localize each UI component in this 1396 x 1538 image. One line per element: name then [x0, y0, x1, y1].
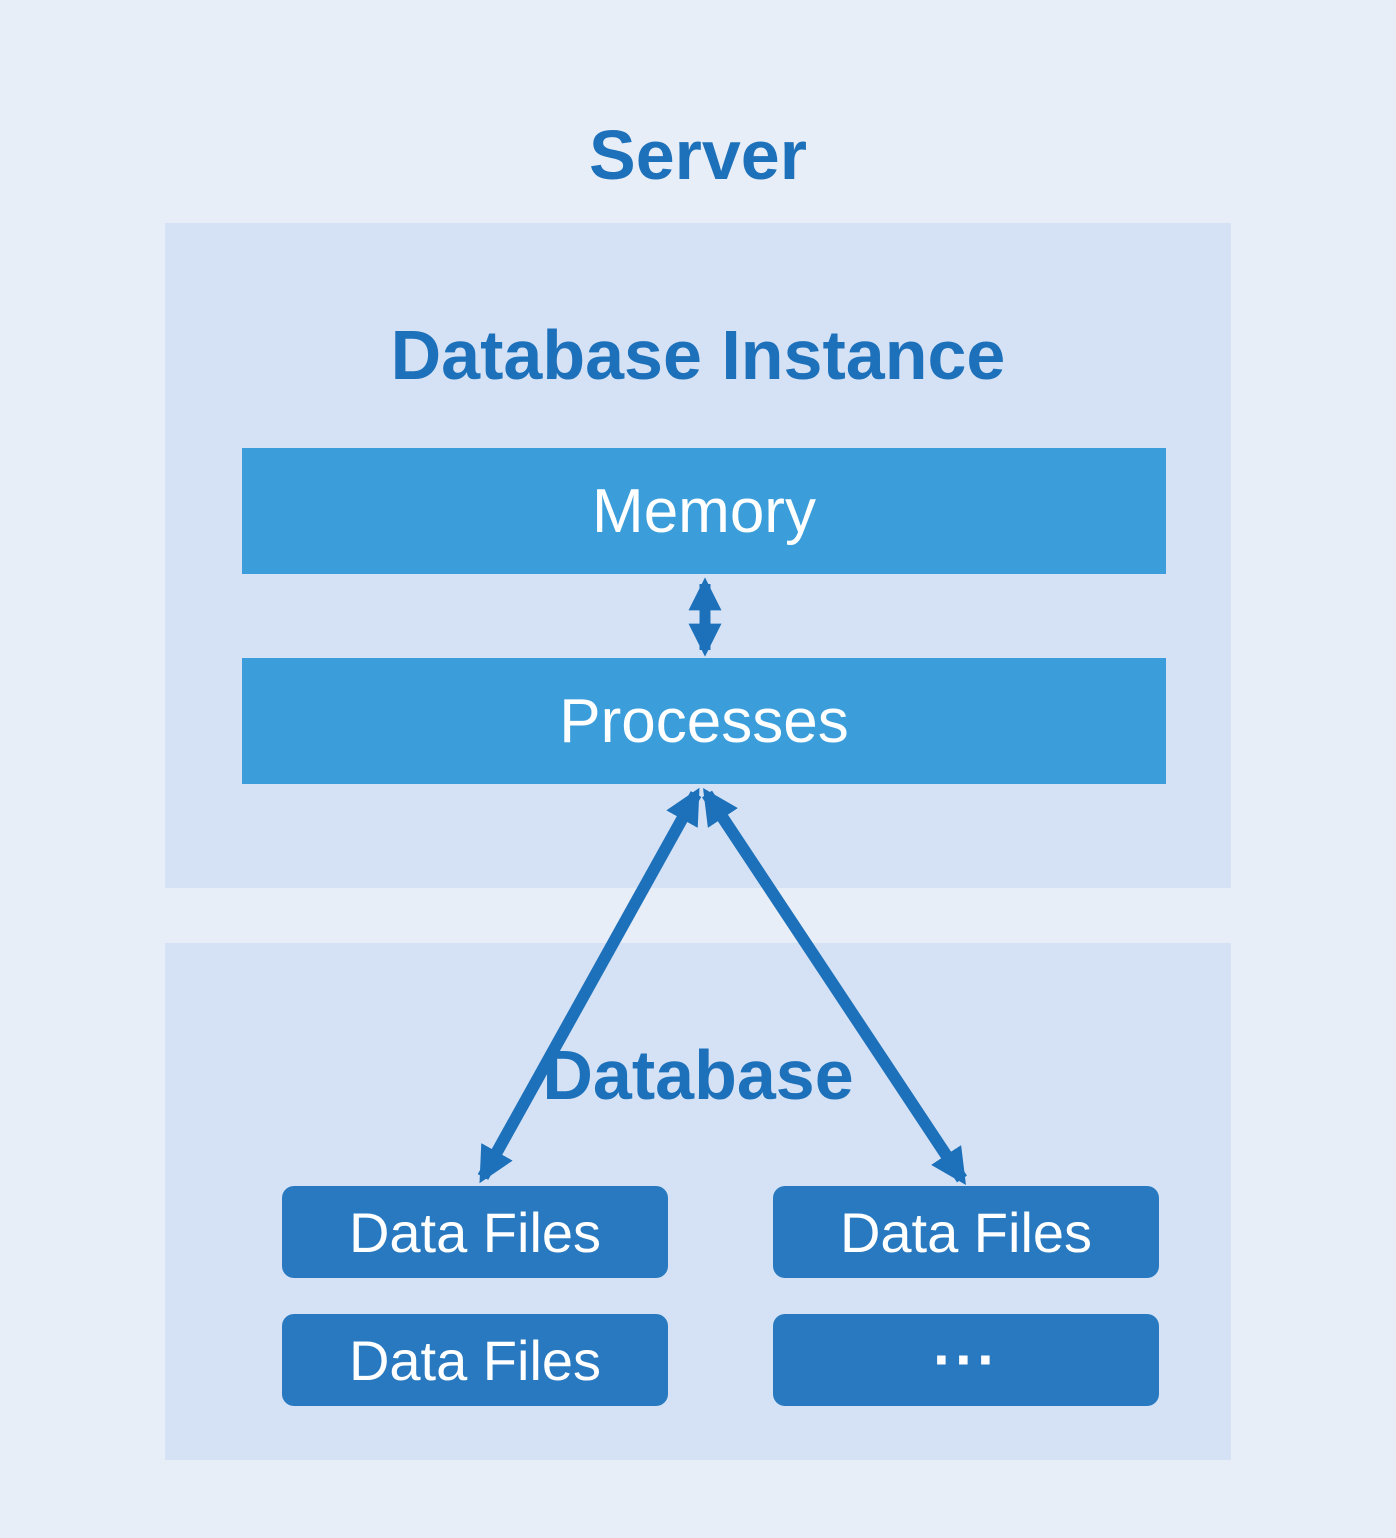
- data-files-box: Data Files: [282, 1314, 668, 1406]
- database-instance-panel: Database Instance Memory Processes: [165, 223, 1231, 888]
- database-panel: Database Data Files Data Files Data File…: [165, 943, 1231, 1460]
- database-title: Database: [542, 1036, 854, 1114]
- memory-label: Memory: [592, 476, 816, 546]
- data-files-box: Data Files: [773, 1186, 1159, 1278]
- data-files-label: Data Files: [348, 1200, 602, 1264]
- page-title: Server: [589, 116, 807, 194]
- data-files-ellipsis-box: ···: [773, 1314, 1159, 1406]
- memory-bar: Memory: [242, 448, 1166, 574]
- ellipsis-label: ···: [933, 1326, 999, 1393]
- data-files-label: Data Files: [839, 1200, 1093, 1264]
- data-files-label: Data Files: [348, 1328, 602, 1392]
- data-files-box: Data Files: [282, 1186, 668, 1278]
- processes-bar: Processes: [242, 658, 1166, 784]
- processes-label: Processes: [559, 686, 849, 756]
- database-instance-title: Database Instance: [390, 316, 1006, 394]
